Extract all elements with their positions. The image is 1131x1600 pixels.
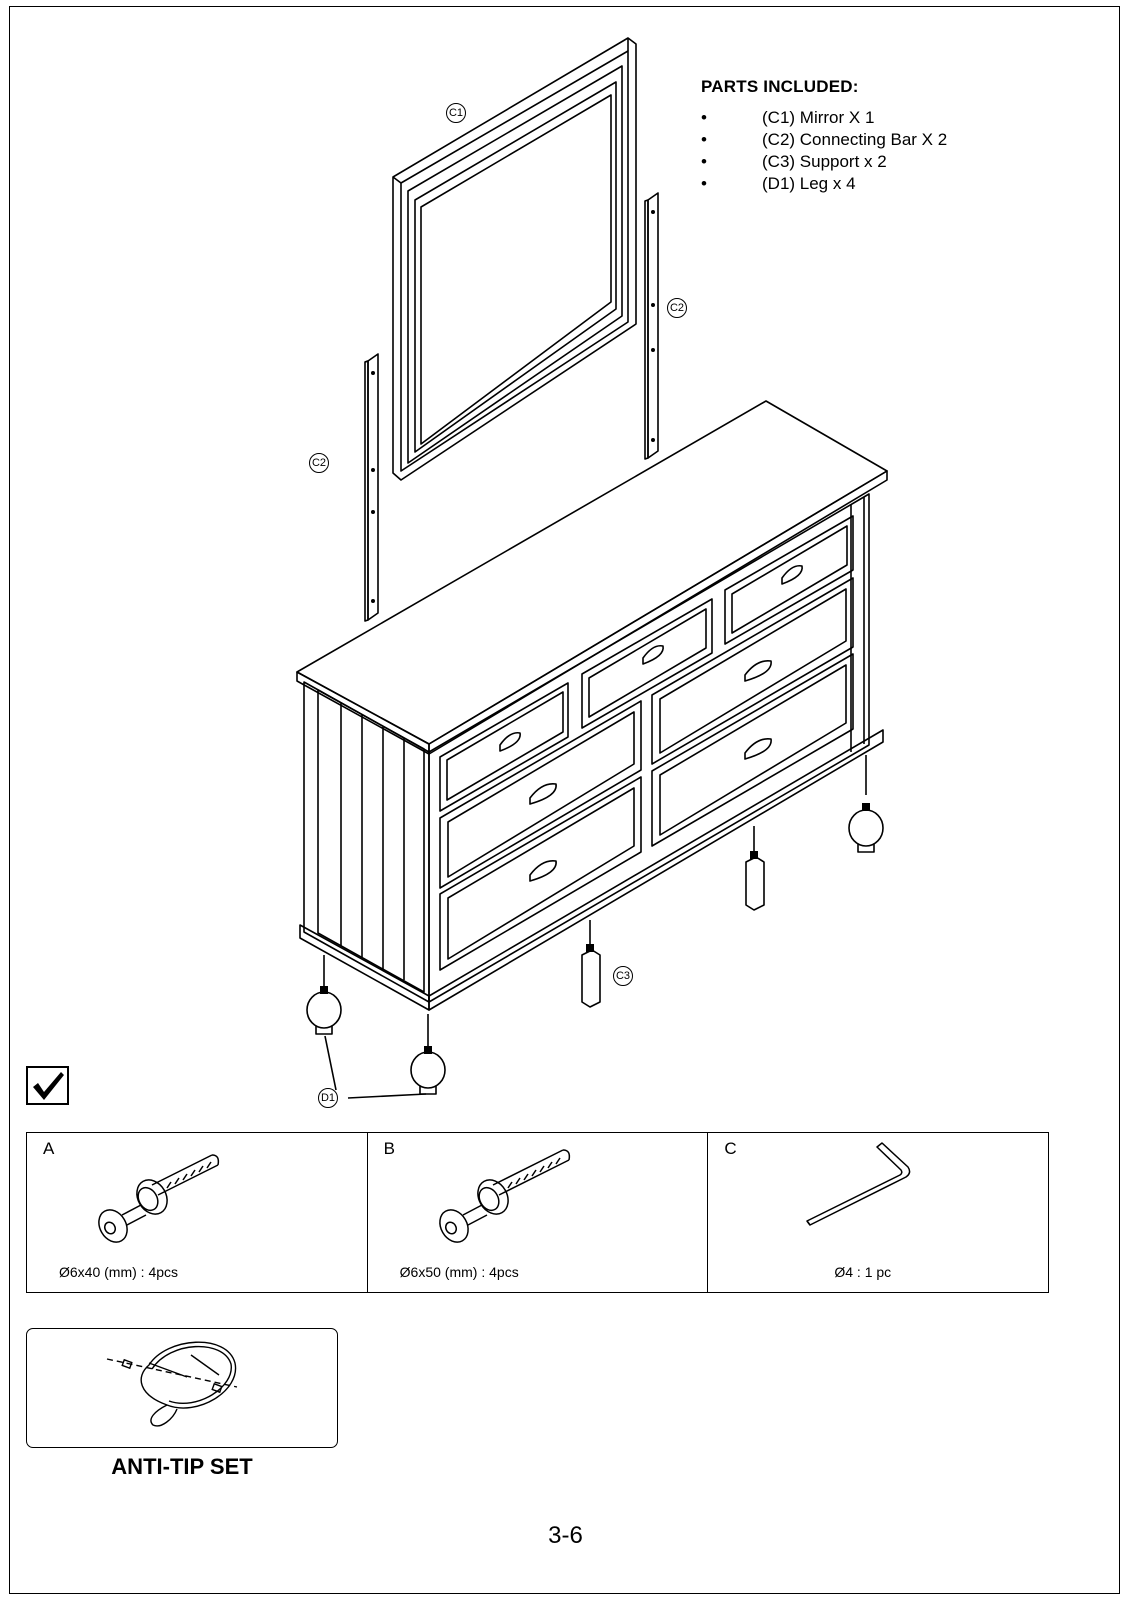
bolt-icon xyxy=(98,1154,220,1243)
callout-d1-label: D1 xyxy=(320,1092,336,1104)
page-number: 3-6 xyxy=(548,1522,583,1549)
callout-c2-right: C2 xyxy=(667,298,687,318)
left-connecting-bar xyxy=(364,353,379,622)
hardware-cell-b: B Ø6x50 (mm) : 4pcs xyxy=(368,1133,709,1292)
hardware-letter: C xyxy=(724,1139,737,1158)
dresser-side xyxy=(299,681,430,1011)
callout-c2-right-label: C2 xyxy=(669,302,685,314)
drawer-handles xyxy=(499,564,803,882)
dresser-front xyxy=(428,493,884,1011)
hardware-cell-c: C Ø4 : 1 pc xyxy=(708,1133,1048,1292)
callout-c1: C1 xyxy=(446,103,466,123)
hardware-cell-a: A Ø6x40 (mm) : 4pcs xyxy=(27,1133,368,1292)
hardware-spec: Ø4 : 1 pc xyxy=(834,1264,892,1280)
dresser-top xyxy=(296,400,888,755)
mirror-frame xyxy=(392,37,637,481)
checkmark-icon xyxy=(32,1071,64,1100)
hardware-letter: B xyxy=(383,1139,396,1158)
callout-c3-label: C3 xyxy=(615,970,631,982)
callout-c3: C3 xyxy=(613,966,633,986)
list-item: (C3) Support x 2 xyxy=(701,151,947,173)
callout-c2-left: C2 xyxy=(309,453,329,473)
callout-c1-label: C1 xyxy=(448,107,464,119)
parts-title: PARTS INCLUDED: xyxy=(701,77,859,96)
checkbox[interactable] xyxy=(26,1066,69,1105)
antitip-strap-icon xyxy=(106,1341,238,1427)
parts-list: (C1) Mirror X 1 (C2) Connecting Bar X 2 … xyxy=(701,107,947,195)
legs xyxy=(306,755,884,1099)
bolt-icon xyxy=(438,1149,570,1243)
hardware-spec: Ø6x40 (mm) : 4pcs xyxy=(59,1264,179,1280)
page-border xyxy=(9,6,1120,1594)
hardware-table: A Ø6x40 (mm) : 4pcs B xyxy=(26,1132,1049,1293)
hardware-letter: A xyxy=(43,1139,55,1158)
antitip-box xyxy=(26,1328,338,1448)
callout-c2-left-label: C2 xyxy=(311,457,327,469)
list-item: (C2) Connecting Bar X 2 xyxy=(701,129,947,151)
hardware-spec: Ø6x50 (mm) : 4pcs xyxy=(399,1264,519,1280)
list-item: (C1) Mirror X 1 xyxy=(701,107,947,129)
allen-key-icon xyxy=(806,1142,911,1226)
parts-included: PARTS INCLUDED: (C1) Mirror X 1 (C2) Con… xyxy=(701,77,947,195)
callout-d1: D1 xyxy=(318,1088,338,1108)
drawers xyxy=(439,515,854,971)
right-connecting-bar xyxy=(644,192,659,460)
list-item: (D1) Leg x 4 xyxy=(701,173,947,195)
antitip-label: ANTI-TIP SET xyxy=(111,1454,253,1479)
